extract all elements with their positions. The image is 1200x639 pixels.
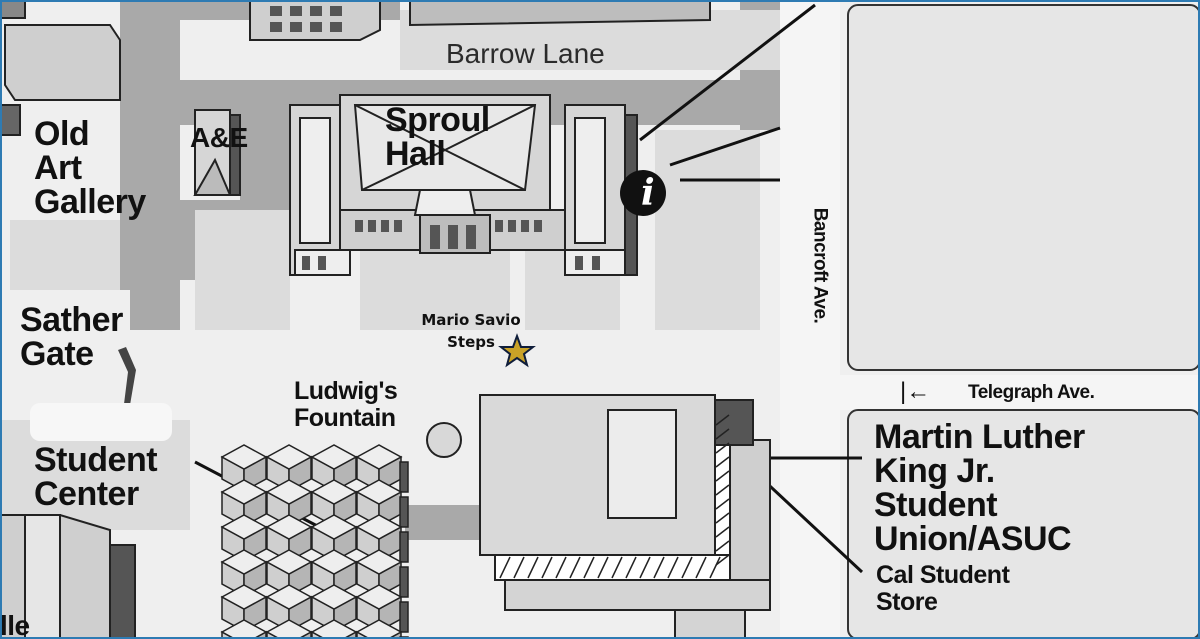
road-ae-east bbox=[240, 120, 290, 210]
sproul-windows bbox=[302, 220, 600, 270]
block-mid-2 bbox=[360, 250, 510, 330]
cal-student-store-label: Cal Student Store bbox=[876, 561, 1010, 616]
blank-patch bbox=[30, 403, 172, 441]
stair-stripe bbox=[695, 556, 707, 579]
stair-stripe bbox=[709, 556, 721, 579]
student-center-label: Student Center bbox=[34, 441, 158, 513]
barrow-lane-label: Barrow Lane bbox=[446, 38, 605, 69]
cube-top bbox=[355, 514, 403, 540]
ramp-stripe bbox=[715, 540, 730, 552]
ramp-stripe bbox=[715, 456, 730, 468]
mario-savio-label: Mario Savio Steps bbox=[421, 311, 521, 351]
telegraph-ave-label: Telegraph Ave. bbox=[968, 382, 1095, 403]
cube-shadow bbox=[399, 566, 409, 598]
top-buildings bbox=[0, 0, 711, 136]
arrow-left-icon: |← bbox=[900, 378, 931, 405]
stair-stripe bbox=[653, 556, 665, 579]
mlk-union-label: Martin Luther King Jr. Student Union/ASU… bbox=[874, 418, 1085, 558]
stair-stripe bbox=[513, 556, 525, 579]
block-west-1 bbox=[10, 220, 120, 290]
stair-stripe bbox=[555, 556, 567, 579]
block-mid-1 bbox=[195, 210, 290, 330]
stair-stripe bbox=[681, 556, 693, 579]
ramp-stripe bbox=[715, 414, 730, 426]
building-corner-top bbox=[0, 0, 26, 19]
sproul-hall-building bbox=[289, 94, 638, 276]
building-top-center bbox=[249, 0, 381, 41]
cube-top bbox=[355, 619, 403, 639]
cube-top bbox=[355, 549, 403, 575]
stair-stripe bbox=[597, 556, 609, 579]
ramp-stripe bbox=[715, 442, 730, 454]
mlk-union-building bbox=[479, 394, 771, 639]
top-building-windows bbox=[270, 6, 342, 32]
stair-stripe bbox=[611, 556, 623, 579]
ramp-stripe bbox=[715, 512, 730, 524]
info-letter: i bbox=[641, 171, 655, 215]
ae-building bbox=[193, 109, 241, 196]
ramp-stripe bbox=[715, 428, 730, 440]
ramp-stripe bbox=[715, 554, 730, 566]
building-old-art bbox=[4, 24, 121, 101]
mlk-main bbox=[479, 394, 716, 556]
ramp-stripe bbox=[715, 526, 730, 538]
cube-top bbox=[355, 444, 403, 470]
ae-label: A&E bbox=[190, 122, 248, 153]
corner-fragment-label: lle bbox=[0, 610, 30, 639]
student-center-cubes bbox=[220, 444, 409, 639]
road-sather bbox=[130, 290, 180, 330]
stair-stripe bbox=[639, 556, 651, 579]
cube-shadow bbox=[399, 601, 409, 633]
road-connector bbox=[405, 505, 485, 540]
cube-shadow bbox=[399, 461, 409, 493]
mlk-tower bbox=[607, 409, 677, 519]
cube-shadow bbox=[399, 496, 409, 528]
road-west bbox=[120, 0, 180, 290]
telegraph-road bbox=[780, 375, 1200, 410]
stair-stripe bbox=[541, 556, 553, 579]
ludwigs-fountain-label: Ludwig's Fountain bbox=[294, 377, 398, 432]
ramp-stripe bbox=[715, 498, 730, 510]
old-art-gallery-label: Old Art Gallery bbox=[34, 115, 146, 221]
info-icon bbox=[620, 170, 666, 216]
building-barrow-top bbox=[409, 0, 711, 27]
block-northeast bbox=[847, 4, 1200, 371]
fountain-icon bbox=[426, 422, 462, 458]
sproul-hall-label: Sproul Hall bbox=[385, 101, 490, 173]
ramp-stripe bbox=[715, 470, 730, 482]
building-old-art-shadow bbox=[0, 104, 21, 136]
stair-stripe bbox=[667, 556, 679, 579]
mlk-stair-stripes bbox=[499, 414, 730, 579]
cube-top bbox=[355, 584, 403, 610]
bancroft-ave-label: Bancroft Ave. bbox=[809, 207, 831, 324]
stair-stripe bbox=[527, 556, 539, 579]
block-southeast bbox=[847, 409, 1200, 639]
cube-top bbox=[355, 479, 403, 505]
ramp-stripe bbox=[715, 484, 730, 496]
stair-stripe bbox=[499, 556, 511, 579]
cube-shadow bbox=[399, 531, 409, 563]
bottom-left-building bbox=[0, 514, 136, 639]
stair-stripe bbox=[625, 556, 637, 579]
star-icon bbox=[498, 333, 536, 368]
stair-stripe bbox=[583, 556, 595, 579]
stair-stripe bbox=[569, 556, 581, 579]
bancroft-road bbox=[780, 0, 840, 639]
sather-gate-label: Sather Gate bbox=[20, 301, 123, 373]
block-east bbox=[655, 130, 760, 330]
sather-gate-icon bbox=[118, 347, 136, 405]
